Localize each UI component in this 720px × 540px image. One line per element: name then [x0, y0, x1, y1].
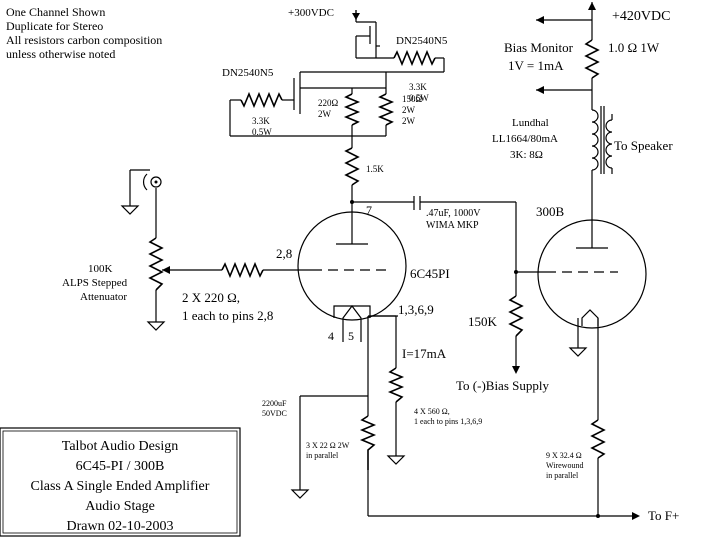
hv-section: +420VDC Bias Monitor 1V = 1mA 1.0 Ω 1W L…	[492, 2, 673, 220]
title-block: Talbot Audio Design 6C45-PI / 300B Class…	[0, 427, 241, 537]
resistor-grid-leak	[508, 295, 524, 337]
input-jack	[150, 176, 162, 188]
ground-input	[120, 205, 140, 215]
attenuator-label: Attenuator	[80, 291, 127, 303]
r-wirewound-type: Wirewound	[546, 461, 583, 470]
r-top-power: 0.5W	[409, 93, 429, 103]
r-left-power: 0.5W	[252, 127, 272, 137]
resistor-150	[377, 93, 395, 126]
bias-supply-label: To (-)Bias Supply	[456, 378, 549, 393]
grid-leak: 150K To (-)Bias Supply	[456, 272, 549, 393]
heater-pin-5: 5	[348, 329, 354, 343]
bias-monitor-arrow-bottom	[536, 86, 544, 94]
r-wirewound-note: in parallel	[546, 471, 579, 480]
grid-stopper-line2: 1 each to pins 2,8	[182, 308, 273, 323]
coupling-cap: .47uF, 1000V WIMA MKP	[352, 196, 517, 272]
ground-bypass	[290, 489, 310, 499]
r-cathode-note: 1 each to pins 1,3,6,9	[414, 417, 482, 426]
resistor-bias-monitor	[584, 39, 600, 79]
resistor-cathode-560	[387, 367, 405, 403]
attenuator-type: ALPS Stepped	[62, 277, 128, 289]
r-bias-monitor-value: 1.0 Ω 1W	[608, 40, 660, 55]
transformer-ratio: 3K: 8Ω	[510, 149, 543, 161]
tube-cathode-6c45	[333, 305, 371, 318]
r-top-value: 3.3K	[409, 82, 427, 92]
cap-coupling-type: WIMA MKP	[426, 220, 479, 231]
tube-filament-300b	[581, 309, 599, 326]
r-220-value: 220Ω	[318, 98, 339, 108]
filament-resistor: 9 X 32.4 Ω Wirewound in parallel To F+	[368, 419, 679, 523]
r-150-value: 150Ω	[402, 94, 423, 104]
tube-envelope-6c45	[297, 211, 407, 321]
title-line-2: 6C45-PI / 300B	[76, 459, 165, 474]
note-line-3: All resistors carbon composition	[6, 33, 162, 47]
r-150-power: 2W	[402, 105, 416, 115]
transformer-secondary	[605, 119, 613, 169]
r-wirewound-value: 9 X 32.4 Ω	[546, 451, 582, 460]
heater-pin-4: 4	[328, 329, 334, 343]
cap-cathode-value: 2200uF	[262, 399, 287, 408]
ground-attenuator	[146, 321, 166, 331]
r-bypass-note: in parallel	[306, 451, 339, 460]
bias-monitor-label: Bias Monitor	[504, 40, 574, 55]
ground-300b	[568, 347, 588, 357]
title-line-5: Drawn 02-10-2003	[67, 519, 174, 534]
title-line-3: Class A Single Ended Amplifier	[31, 479, 210, 494]
to-filament-label: To F+	[648, 508, 679, 523]
note-line-1: One Channel Shown	[6, 5, 105, 19]
transformer-model: LL1664/80mA	[492, 133, 558, 145]
cathode-circuit: I=17mA 4 X 560 Ω, 1 each to pins 1,3,6,9…	[262, 315, 482, 516]
note-line-4: unless otherwise noted	[6, 47, 115, 61]
attenuator-resistor	[148, 237, 164, 291]
ccs-section: +300VDC DN2540N5 3.3K 0.5W DN2540N5	[222, 7, 448, 228]
grid-pins-label: 2,8	[276, 246, 292, 261]
r-1k5-value: 1.5K	[366, 164, 384, 174]
cap-coupling-value: .47uF, 1000V	[426, 208, 481, 219]
supply-300v-label: +300VDC	[288, 7, 334, 19]
r-cathode-value: 4 X 560 Ω,	[414, 407, 450, 416]
cathode-pins-label: 1,3,6,9	[398, 302, 434, 317]
mosfet-left-label: DN2540N5	[222, 67, 274, 79]
bias-monitor-arrow-top	[536, 16, 544, 24]
r-bypass-value: 3 X 22 Ω 2W	[306, 441, 350, 450]
output-tube-300b: 300B	[514, 204, 647, 420]
filament-arrow	[632, 512, 640, 520]
title-line-4: Audio Stage	[85, 499, 155, 514]
grid-stopper: 2 X 220 Ω, 1 each to pins 2,8	[162, 261, 312, 323]
input-tube-6c45pi: 6C45PI 2,8 4 5 1,3,6,9	[276, 211, 450, 343]
attenuator-value: 100K	[88, 263, 113, 275]
resistor-220	[343, 93, 361, 126]
resistor-cathode-22	[359, 415, 377, 470]
ground-cathode	[386, 455, 406, 465]
current-label: I=17mA	[402, 346, 447, 361]
r-220-power: 2W	[318, 109, 332, 119]
tube-heater-6c45	[342, 305, 362, 342]
output-tube-label: 300B	[536, 204, 565, 219]
input-attenuator: 100K ALPS Stepped Attenuator	[62, 169, 166, 331]
transformer-name: Lundhal	[512, 117, 549, 129]
pin-plate-label: 7	[366, 203, 372, 217]
to-speaker-label: To Speaker	[614, 138, 673, 153]
bias-monitor-scale: 1V = 1mA	[508, 58, 564, 73]
r-left-value: 3.3K	[252, 116, 270, 126]
resistor-wirewound	[590, 419, 606, 459]
r-150-power-2: 2W	[402, 116, 416, 126]
input-tube-label: 6C45PI	[410, 266, 450, 281]
r-grid-leak-value: 150K	[468, 314, 498, 329]
cap-cathode-voltage: 50VDC	[262, 409, 287, 418]
transformer-primary	[591, 109, 599, 171]
title-line-1: Talbot Audio Design	[62, 439, 178, 454]
supply-420v-label: +420VDC	[612, 9, 670, 24]
notes: One Channel Shown Duplicate for Stereo A…	[6, 5, 162, 61]
grid-stopper-line1: 2 X 220 Ω,	[182, 290, 240, 305]
bias-supply-arrow	[512, 366, 520, 374]
resistor-top-3k3	[393, 49, 436, 67]
resistor-grid-stopper	[221, 261, 264, 279]
mosfet-top-label: DN2540N5	[396, 35, 448, 47]
note-line-2: Duplicate for Stereo	[6, 19, 103, 33]
resistor-1k5	[344, 147, 360, 186]
resistor-left-3k3	[240, 91, 283, 109]
